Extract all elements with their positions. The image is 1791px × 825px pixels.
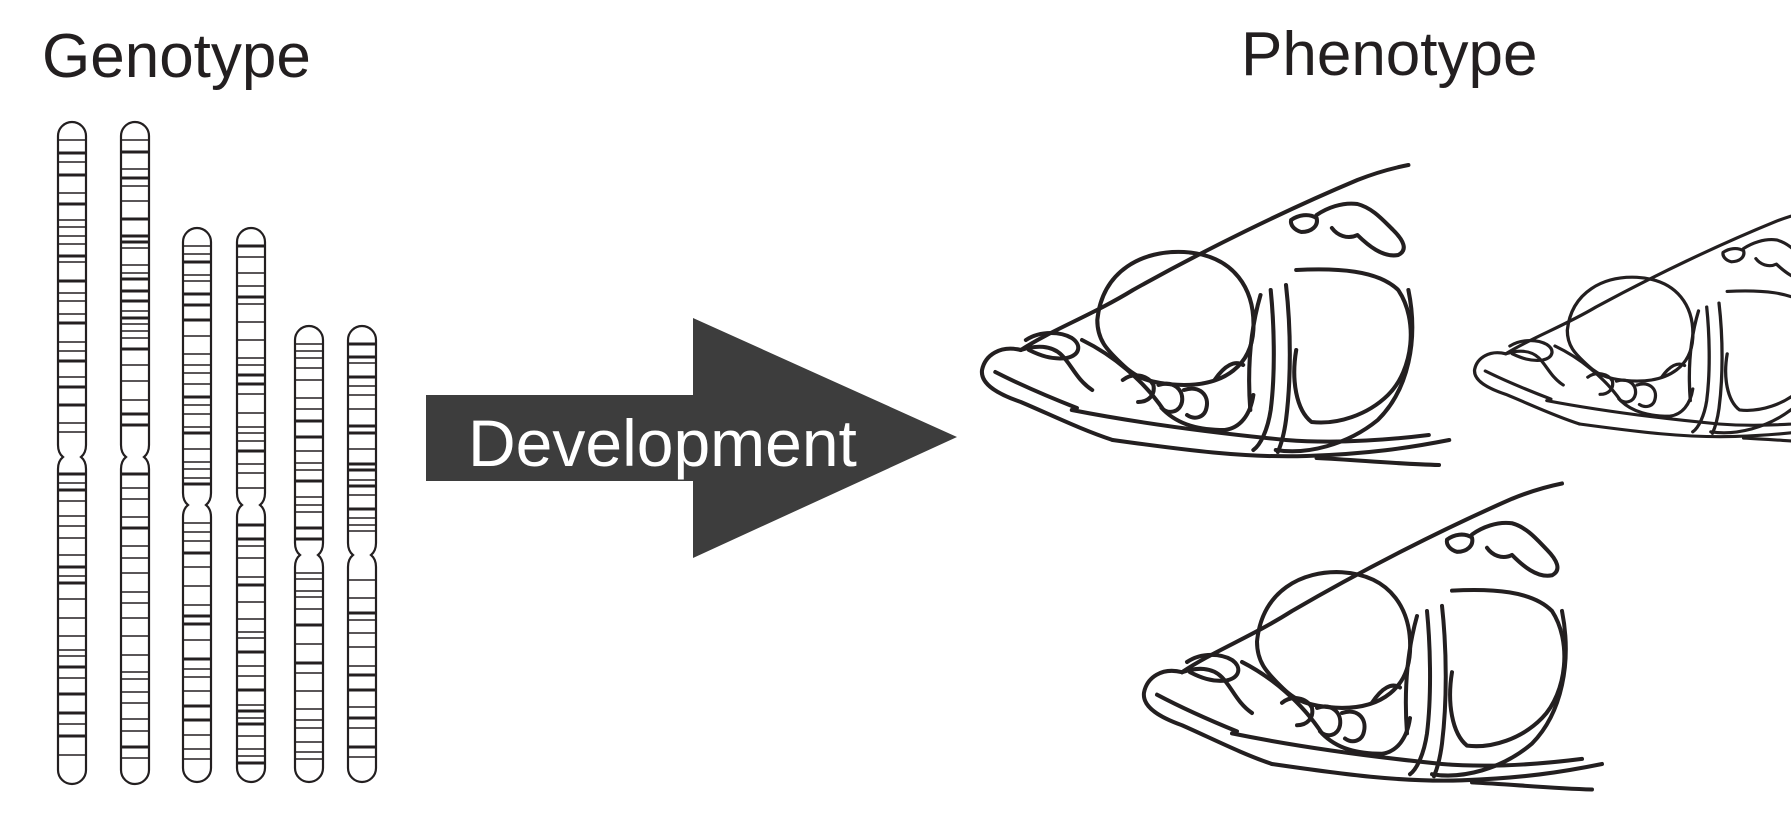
chromosome-icon — [237, 228, 265, 782]
chromosome-icon — [348, 326, 376, 782]
chromosome-outline — [237, 228, 265, 782]
chromosome-icon — [183, 228, 211, 782]
chromosome-outline — [121, 122, 149, 784]
chromosome-outline — [58, 122, 86, 784]
phenotype-fish-2 — [1475, 210, 1791, 444]
phenotype-fish-3 — [1144, 484, 1602, 790]
chromosome-set — [58, 122, 376, 784]
chromosome-icon — [121, 122, 149, 784]
chromosome-outline — [295, 326, 323, 782]
phenotype-fish-1 — [982, 165, 1449, 465]
arrow-label: Development — [468, 406, 857, 480]
chromosome-outline — [183, 228, 211, 782]
development-arrow: Development — [426, 318, 957, 558]
chromosome-icon — [295, 326, 323, 782]
chromosome-icon — [58, 122, 86, 784]
